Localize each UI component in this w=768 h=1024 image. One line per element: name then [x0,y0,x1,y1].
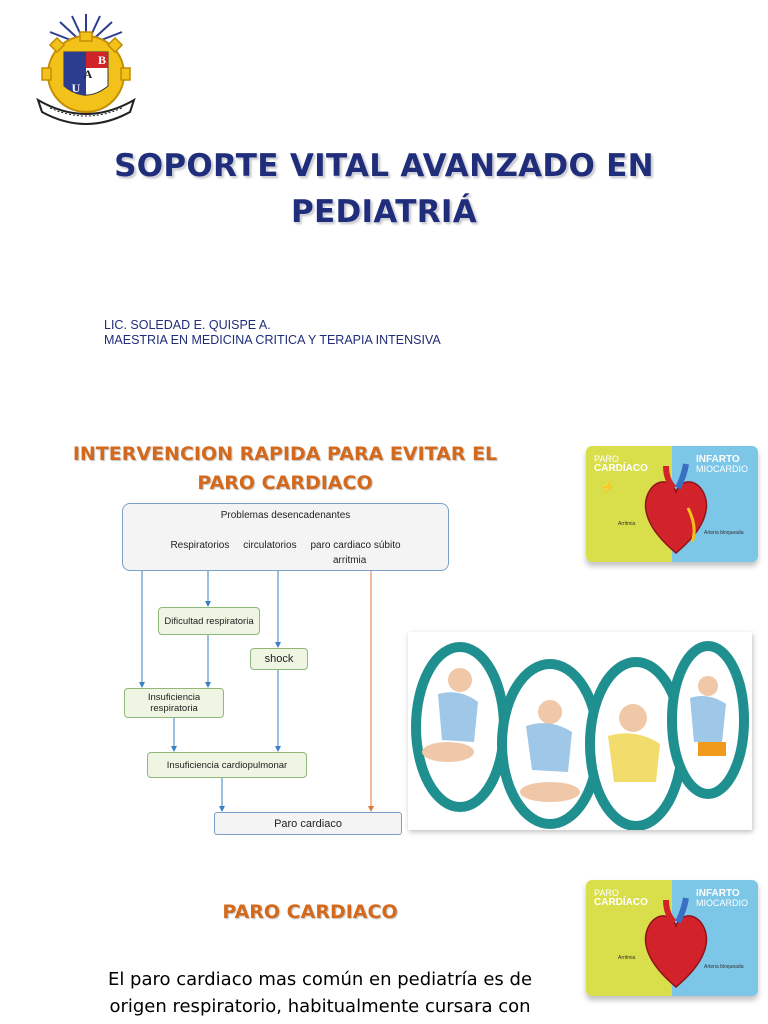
card-label-arteria: Arteria bloqueada [704,530,744,536]
box-paro-cardiaco: Paro cardiaco [214,812,402,835]
cpr-illustration [408,632,752,831]
card2-left-main: CARDÍACO [594,897,648,908]
author-degree: MAESTRIA EN MEDICINA CRITICA Y TERAPIA I… [104,333,441,347]
bolt-icon: ⚡ [600,480,615,494]
heart-icon [644,463,708,554]
author-name: LIC. SOLEDAD E. QUISPE A. [104,318,271,332]
paro-description-line2: origen respiratorio, habitualmente cursa… [109,996,531,1017]
card-right-main: MIOCARDIO [696,464,749,474]
card2-label-arritmia: Arritmia [618,955,636,961]
card2-right-top: INFARTO [696,888,740,899]
trigger-problems-title: Problemas desencadenantes [220,510,351,521]
box-dificultad-respiratoria: Dificultad respiratoria [158,607,260,635]
page-title-line1: SOPORTE VITAL AVANZADO EN [114,148,654,184]
svg-text:B: B [98,53,106,67]
paro-description: El paro cardiaco mas común en pediatría … [70,966,570,1020]
section-heading-intervencion: INTERVENCION RAPIDA PARA EVITAR EL PARO … [60,440,510,498]
paro-infarto-card-2: PARO CARDÍACO INFARTO MIOCARDIO Arritmia… [586,880,758,996]
card-label-arritmia: Arritmia [618,521,636,527]
trigger-problems-items: Respiratorios circulatorios paro cardiac… [170,540,401,551]
box-insuficiencia-cardiopulmonar: Insuficiencia cardiopulmonar [147,752,307,778]
svg-text:A: A [84,67,93,81]
box-insuficiencia-respiratoria: Insuficiencia respiratoria [124,688,224,718]
svg-text:U: U [72,81,81,95]
card-left-top: PARO [594,454,619,464]
section-heading-line2: PARO CARDIACO [197,472,373,494]
section-heading-line1: INTERVENCION RAPIDA PARA EVITAR EL [72,443,498,465]
trigger-problems-box: Problemas desencadenantes Respiratorios … [122,503,449,571]
flow-diagram: Problemas desencadenantes Respiratorios … [110,500,460,840]
university-logo: B A U [34,8,138,130]
paro-description-line1: El paro cardiaco mas común en pediatría … [107,969,533,990]
card2-left-top: PARO [594,888,619,898]
card-right-top: INFARTO [696,454,740,465]
paro-infarto-card: PARO CARDÍACO INFARTO MIOCARDIO Arritmia… [586,446,758,562]
box-shock: shock [250,648,308,670]
card2-label-arteria: Arteria bloqueada [704,964,744,970]
heart-icon-2 [644,897,708,988]
trigger-problems-arritmia: arritmia [333,555,367,566]
section-heading-paro: PARO CARDIACO [222,901,398,923]
card-left-main: CARDÍACO [594,463,648,474]
card2-right-main: MIOCARDIO [696,898,749,908]
flow-arrows [139,570,374,812]
page-title-line2: PEDIATRIÁ [291,194,477,230]
author-block: LIC. SOLEDAD E. QUISPE A. MAESTRIA EN ME… [104,318,441,348]
